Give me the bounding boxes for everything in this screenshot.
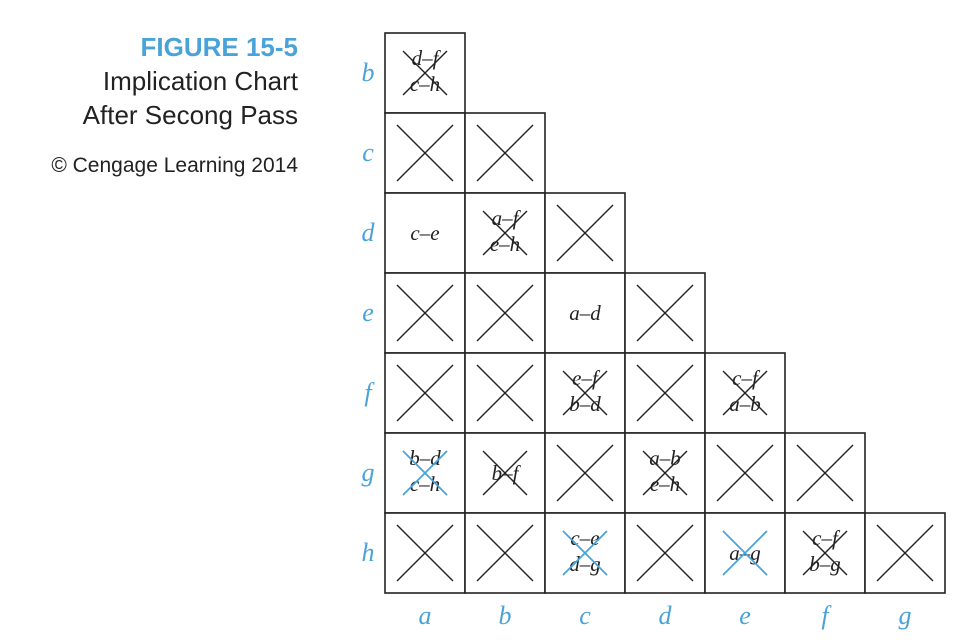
copyright-notice: © Cengage Learning 2014: [51, 154, 298, 177]
pair-g-a-0: b–d: [409, 446, 441, 470]
cross-stroke-f-a-b: [396, 364, 454, 422]
cross-stroke-e-a-b: [396, 284, 454, 342]
cross-stroke-g-c-b: [556, 444, 614, 502]
cross-stroke-g-d-b: [642, 450, 688, 496]
pair-h-f-0: c–f: [812, 526, 841, 550]
cross-stroke-h-b-b: [476, 524, 534, 582]
figure-label: FIGURE 15-5: [140, 32, 299, 62]
pair-b-a-0: d–f: [412, 46, 442, 70]
cross-stroke-h-f-b: [802, 530, 848, 576]
col-label-b: b: [499, 601, 512, 630]
figure-title-line-1: Implication Chart: [102, 66, 298, 96]
pair-h-c-0: c–e: [570, 526, 599, 550]
cross-stroke-d-c-b: [556, 204, 614, 262]
cross-stroke-c-a-b: [396, 124, 454, 182]
row-label-d: d: [362, 218, 376, 247]
pair-g-d-0: a–b: [649, 446, 681, 470]
col-label-a: a: [419, 601, 432, 630]
col-label-d: d: [659, 601, 673, 630]
row-label-e: e: [362, 298, 374, 327]
pair-f-c-0: e–f: [572, 366, 601, 390]
cross-stroke-h-c-b: [562, 530, 608, 576]
row-label-b: b: [362, 58, 375, 87]
cross-stroke-h-e-b: [722, 530, 768, 576]
row-label-c: c: [362, 138, 374, 167]
row-label-f: f: [364, 378, 375, 407]
cross-stroke-f-e-b: [722, 370, 768, 416]
pair-d-a-0: c–e: [410, 221, 439, 245]
cross-stroke-h-a-b: [396, 524, 454, 582]
cross-stroke-g-e-b: [716, 444, 774, 502]
pair-f-e-0: c–f: [732, 366, 761, 390]
row-label-g: g: [362, 458, 375, 487]
col-label-c: c: [579, 601, 591, 630]
cell-d-a: [384, 192, 466, 274]
cross-stroke-c-b-b: [476, 124, 534, 182]
figure-caption: FIGURE 15-5 Implication Chart After Seco…: [51, 30, 298, 178]
cross-stroke-f-c-b: [562, 370, 608, 416]
cross-stroke-g-f-b: [796, 444, 854, 502]
cross-stroke-e-d-b: [636, 284, 694, 342]
cross-stroke-f-d-b: [636, 364, 694, 422]
cross-stroke-h-d-b: [636, 524, 694, 582]
col-label-f: f: [821, 601, 832, 630]
figure-title-line-2: After Secong Pass: [82, 100, 298, 130]
pair-d-b-0: a–f: [492, 206, 522, 230]
col-label-e: e: [739, 601, 751, 630]
cross-stroke-g-a-b: [402, 450, 448, 496]
col-label-g: g: [899, 601, 912, 630]
cross-stroke-h-g-b: [876, 524, 934, 582]
row-label-h: h: [362, 538, 375, 567]
cross-stroke-g-b-b: [482, 450, 528, 496]
pair-e-c-0: a–d: [569, 301, 601, 325]
cross-stroke-b-a-b: [402, 50, 448, 96]
cell-d-b: [464, 192, 546, 274]
cross-stroke-d-b-b: [482, 210, 528, 256]
cross-stroke-f-b-b: [476, 364, 534, 422]
cross-stroke-e-b-b: [476, 284, 534, 342]
cell-h-c: [544, 512, 626, 594]
